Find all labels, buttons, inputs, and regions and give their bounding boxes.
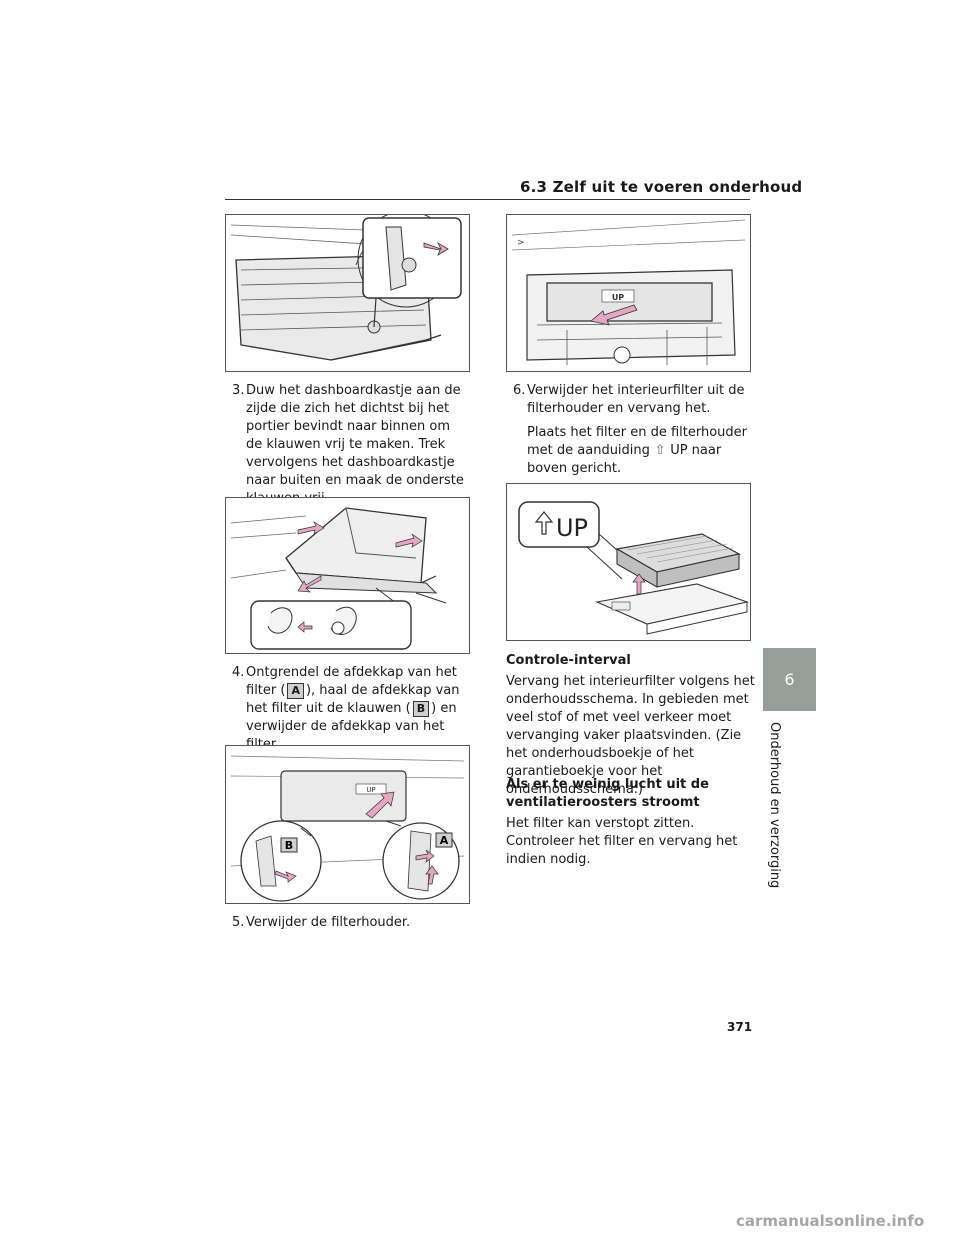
section-heading-lucht: Als er te weinig lucht uit de ventilatie… (506, 777, 709, 810)
figure-mark: > (517, 238, 525, 248)
step-5: 5. Verwijder de filterhouder. (232, 914, 470, 932)
figure-glovebox-side (225, 214, 470, 372)
section-body-lucht: Het filter kan verstopt zitten. Controle… (506, 816, 738, 867)
watermark: carmanualsonline.info (736, 1212, 925, 1230)
step-4: 4. Ontgrendel de afdekkap van het filter… (232, 664, 470, 754)
section-body-controle: Vervang het interieurfilter volgens het … (506, 674, 755, 797)
callout-badge-a: A (287, 683, 304, 699)
callout-a-label: A (440, 834, 449, 847)
page-number: 371 (727, 1020, 753, 1034)
step-subtext-part: Plaats het filter en de filterhouder met… (527, 425, 748, 458)
section-title: 6.3 Zelf uit te voeren onderhoud (520, 178, 803, 196)
step-text: Verwijder het interieurfilter uit de fil… (527, 383, 745, 416)
chapter-label: Onderhoud en verzorging (767, 722, 782, 889)
step-3: 3. Duw het dashboardkastje aan de zijde … (232, 382, 470, 508)
step-6: 6. Verwijder het interieurfilter uit de … (513, 382, 753, 478)
figure-filter-up: UP (506, 483, 751, 641)
step-number: 3. (232, 383, 245, 398)
figure-up-label: UP (612, 293, 624, 302)
chapter-number: 6 (784, 670, 795, 689)
step-subtext: Plaats het filter en de filterhouder met… (513, 424, 753, 478)
header-divider (225, 199, 750, 200)
step-number: 4. (232, 665, 245, 680)
step-subtext-part: UP naar boven gericht. (527, 443, 722, 476)
step-number: 5. (232, 915, 245, 930)
section-heading-controle: Controle-interval (506, 653, 631, 668)
figure-glovebox-open (225, 497, 470, 654)
step-text: Duw het dashboardkastje aan de zijde die… (246, 383, 464, 506)
figure-filter-cover: UP B A (225, 745, 470, 904)
up-arrow-icon: ⇧ (654, 443, 666, 458)
figure-filter-holder: > UP (506, 214, 751, 372)
figure-up-label: UP (366, 786, 375, 794)
step-text: Verwijder de filterhouder. (246, 915, 411, 930)
step-number: 6. (513, 383, 526, 398)
step-text: Ontgrendel de afdekkap van het filter (A… (232, 664, 470, 754)
step-text-part: Ontgrendel de afdekkap van het filter ( (246, 665, 457, 698)
chapter-tab[interactable]: 6 (763, 648, 816, 711)
callout-b-label: B (285, 839, 293, 852)
figure-up-label: UP (556, 514, 588, 542)
callout-badge-b: B (412, 701, 430, 717)
step-text-part: ), haal de afdekkap van het filter uit d… (246, 683, 460, 716)
